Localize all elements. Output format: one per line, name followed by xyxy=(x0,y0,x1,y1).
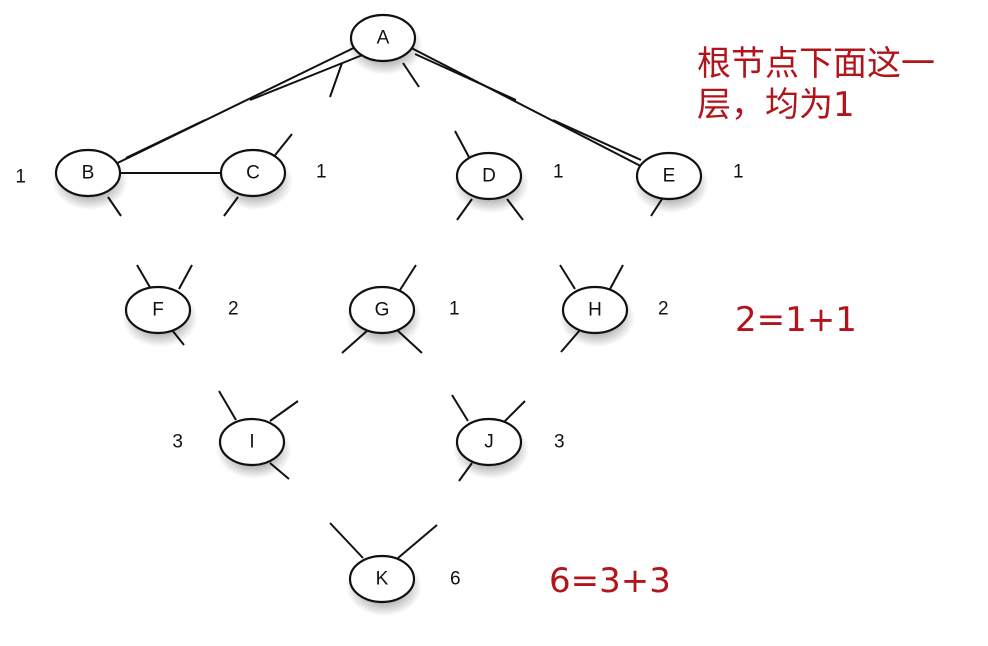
edge-stub xyxy=(269,400,299,422)
path-count-label: 1 xyxy=(316,162,327,183)
path-count-label: 1 xyxy=(15,167,26,188)
path-count-label: 3 xyxy=(554,432,565,453)
node-b: B1 xyxy=(15,148,128,210)
node-circle xyxy=(348,285,416,335)
edge-stub xyxy=(552,119,642,161)
edge-a-e xyxy=(409,46,643,168)
edge-stub xyxy=(397,524,438,559)
edge-stub xyxy=(271,133,293,160)
node-circle xyxy=(455,417,523,467)
edge-stub xyxy=(178,264,193,290)
node-circle xyxy=(218,417,286,467)
edge-stub xyxy=(559,264,576,290)
path-count-label: 1 xyxy=(553,162,564,183)
path-count-label: 1 xyxy=(449,299,460,320)
node-label: D xyxy=(482,166,496,187)
node-label: H xyxy=(588,300,602,321)
node-a: A xyxy=(347,13,423,75)
level-four-annotation: 6=3+3 xyxy=(549,561,671,601)
node-circle xyxy=(349,13,417,63)
node-label: B xyxy=(82,163,95,184)
edge-stub xyxy=(218,390,237,421)
path-count-label: 2 xyxy=(658,299,669,320)
node-circle xyxy=(219,148,287,198)
edge-stub xyxy=(249,53,366,101)
level-one-annotation-line-1: 根节点下面这一 xyxy=(697,44,935,84)
edge-stub xyxy=(454,130,471,160)
node-circle xyxy=(455,151,523,201)
path-count-label: 2 xyxy=(228,299,239,320)
edge-stub xyxy=(136,264,152,290)
path-count-label: 6 xyxy=(450,569,461,590)
path-count-label: 1 xyxy=(733,162,744,183)
node-circle xyxy=(635,151,703,201)
edge-stub xyxy=(329,522,364,559)
edge-stub xyxy=(451,394,469,422)
node-label: F xyxy=(152,300,164,321)
edge-stub xyxy=(329,62,343,98)
node-circle xyxy=(348,554,416,604)
node-label: J xyxy=(484,432,494,453)
level-one-annotation: 根节点下面这一 层，均为1 xyxy=(697,44,935,127)
node-label: I xyxy=(249,432,254,453)
level-one-annotation-line-2: 层，均为1 xyxy=(697,85,855,126)
node-label: C xyxy=(246,163,260,184)
path-count-label: 3 xyxy=(172,432,183,453)
node-label: A xyxy=(377,28,390,49)
edge-stub xyxy=(399,264,417,291)
edge-stub xyxy=(609,264,624,290)
node-i: I3 xyxy=(172,417,292,479)
node-label: K xyxy=(376,569,389,590)
node-circle xyxy=(561,285,629,335)
node-label: E xyxy=(663,166,676,187)
level-two-annotation: 2=1+1 xyxy=(735,300,857,340)
node-circle xyxy=(54,148,122,198)
node-circle xyxy=(124,285,192,335)
edge-stub xyxy=(414,53,517,101)
edge-stub xyxy=(503,400,526,423)
edge-stub xyxy=(125,119,206,159)
node-label: G xyxy=(375,300,390,321)
